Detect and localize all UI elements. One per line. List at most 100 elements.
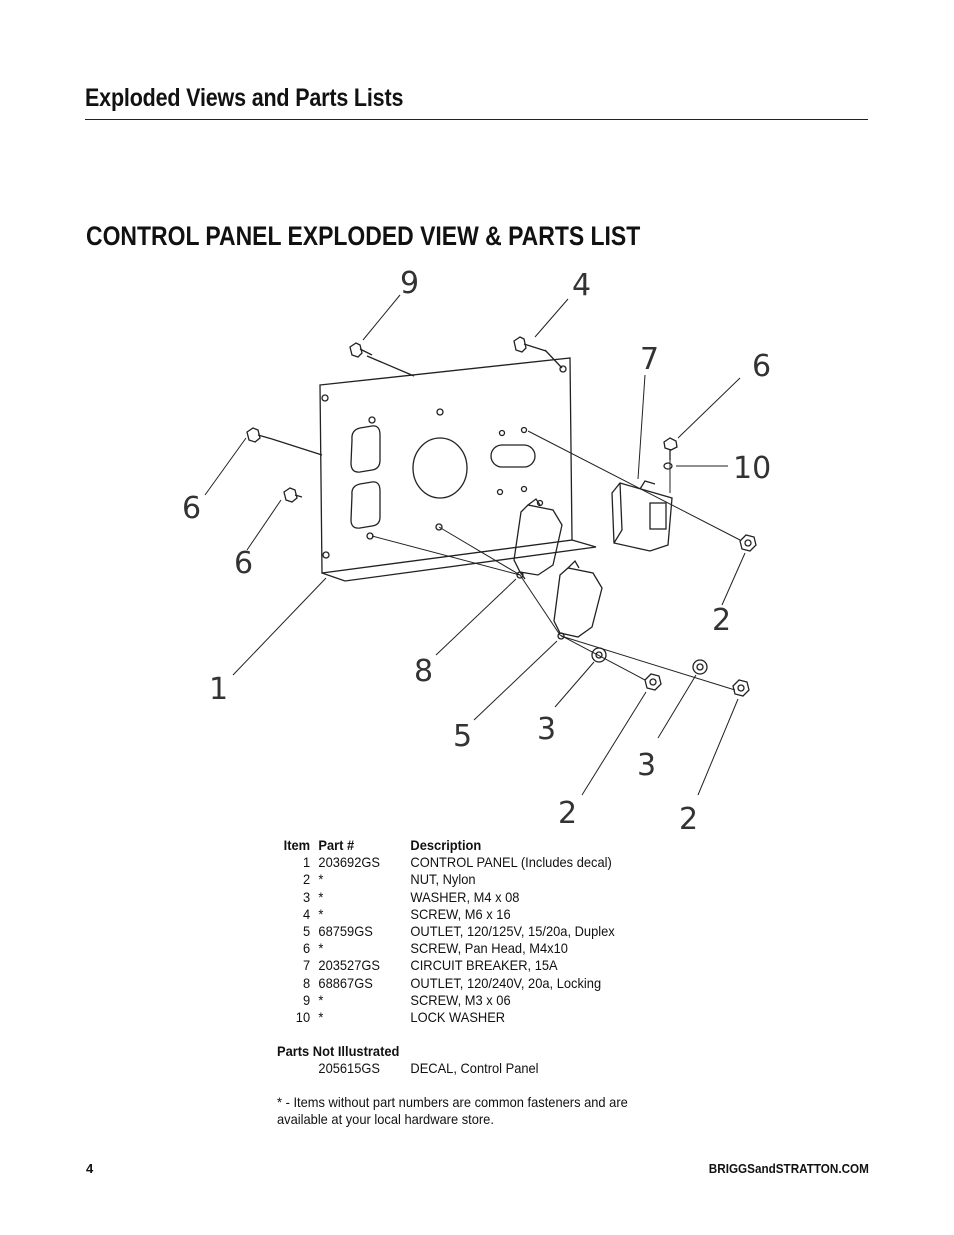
screw-item-9 [349,342,415,377]
callout-8: 8 [414,654,433,689]
leader-5 [473,640,558,721]
row-description: CONTROL PANEL (Includes decal) [410,854,612,871]
leader-1 [232,577,327,676]
callout-9: 9 [400,266,419,301]
row-description: SCREW, M3 x 06 [410,991,511,1008]
row-item: 4 [302,905,311,922]
table-row: 5 68759GS OUTLET, 120/125V, 15/20a, Dupl… [277,923,663,940]
leader-6-upper [204,437,247,496]
nut-item-2-upper [739,534,757,552]
washer-item-3-right [692,659,708,675]
parts-not-illustrated-title: Parts Not Illustrated [277,1043,400,1060]
row-description: DECAL, Control Panel [410,1060,539,1077]
leader-6-lower [246,499,282,551]
callout-5: 5 [453,719,472,754]
row-part: 203527GS [318,957,380,974]
nut-item-2-left [644,673,662,691]
row-description: OUTLET, 120/125V, 15/20a, Duplex [410,923,615,940]
leader-3-left [554,661,595,708]
row-description: SCREW, Pan Head, M4x10 [410,940,568,957]
callout-2-left: 2 [558,796,577,831]
section-title: CONTROL PANEL EXPLODED VIEW & PARTS LIST [86,221,641,251]
row-part: * [318,940,324,957]
row-item: 5 [302,923,311,940]
footer-website: BRIGGSandSTRATTON.COM [708,1161,869,1176]
row-item: 8 [302,974,311,991]
table-row: 3 * WASHER, M4 x 08 [277,889,663,906]
leader-2-right [697,698,739,796]
screw-item-6-upper [246,427,323,456]
footnote: * - Items without part numbers are commo… [277,1093,628,1127]
leader-8 [435,578,517,656]
row-item: 7 [302,957,311,974]
table-row: 4 * SCREW, M6 x 16 [277,906,663,923]
row-item: 9 [302,991,311,1008]
callout-10: 10 [733,451,771,486]
row-item: 3 [302,888,311,905]
row-part: * [318,1009,324,1026]
table-row: 2 * NUT, Nylon [277,871,663,888]
row-item: 1 [302,854,311,871]
row-description: OUTLET, 120/240V, 20a, Locking [410,974,602,991]
callout-4: 4 [572,268,591,303]
leader-3-right [657,674,697,739]
washer-item-3-left [591,647,607,663]
row-part: * [318,991,324,1008]
row-description: WASHER, M4 x 08 [410,888,520,905]
row-part: * [318,888,324,905]
row-part: 68759GS [318,923,373,940]
callout-6-upper: 6 [182,491,201,526]
row-description: CIRCUIT BREAKER, 15A [410,957,558,974]
page-title: Exploded Views and Parts Lists [85,84,404,112]
circuit-breaker-item-7 [611,480,673,552]
header-part: Part # [318,837,355,853]
exploded-view-diagram: 9 4 7 6 10 6 6 2 1 8 5 3 3 2 2 [182,266,771,835]
row-part: 68867GS [318,974,373,991]
header-rule [85,119,868,120]
row-item: 10 [295,1009,311,1026]
row-part: * [318,905,324,922]
locking-outlet-cutout [412,437,468,499]
table-row: 6 * SCREW, Pan Head, M4x10 [277,940,663,957]
leader-6-breaker [677,377,741,439]
callout-6-lower: 6 [234,546,253,581]
table-row: 8 68867GS OUTLET, 120/240V, 20a, Locking [277,975,663,992]
page-header: Exploded Views and Parts Lists [85,84,868,113]
callout-1: 1 [209,672,228,707]
header-description: Description [410,837,482,853]
leader-4 [534,298,569,338]
row-item [277,1060,310,1077]
table-row: 10 * LOCK WASHER [277,1009,663,1026]
callout-3-right: 3 [637,748,656,783]
row-item: 6 [302,940,311,957]
row-part: * [318,871,324,888]
leader-2-upper [721,552,746,606]
panel-flange [321,539,597,582]
header-item: Item [283,837,311,853]
lock-washer-item-10 [663,462,673,470]
duplex-cutout-top [350,425,381,473]
leader-2-left [581,691,647,796]
page-number: 4 [86,1161,94,1176]
row-description: NUT, Nylon [410,871,476,888]
callout-3-left: 3 [537,712,556,747]
table-row: 1 203692GS CONTROL PANEL (Includes decal… [277,854,663,871]
row-part: 205615GS [318,1060,380,1077]
row-description: SCREW, M6 x 16 [410,905,511,922]
control-panel-plate [319,357,573,574]
parts-list: Item Part # Description 1 203692GS CONTR… [277,837,663,1128]
row-part: 203692GS [318,854,380,871]
screw-item-6-lower [283,487,303,503]
leader-9 [362,294,401,341]
table-row: 9 * SCREW, M3 x 06 [277,992,663,1009]
callout-6-breaker: 6 [752,349,771,384]
duplex-cutout-bottom [350,481,381,529]
callout-7: 7 [640,342,659,377]
row-description: LOCK WASHER [410,1009,506,1026]
leader-7 [637,374,646,480]
locking-outlet-item-8 [513,498,563,580]
table-row: 205615GS DECAL, Control Panel [277,1060,663,1077]
nut-item-2-right [732,679,750,697]
breaker-cutout [490,444,536,468]
screw-item-4 [513,336,563,369]
